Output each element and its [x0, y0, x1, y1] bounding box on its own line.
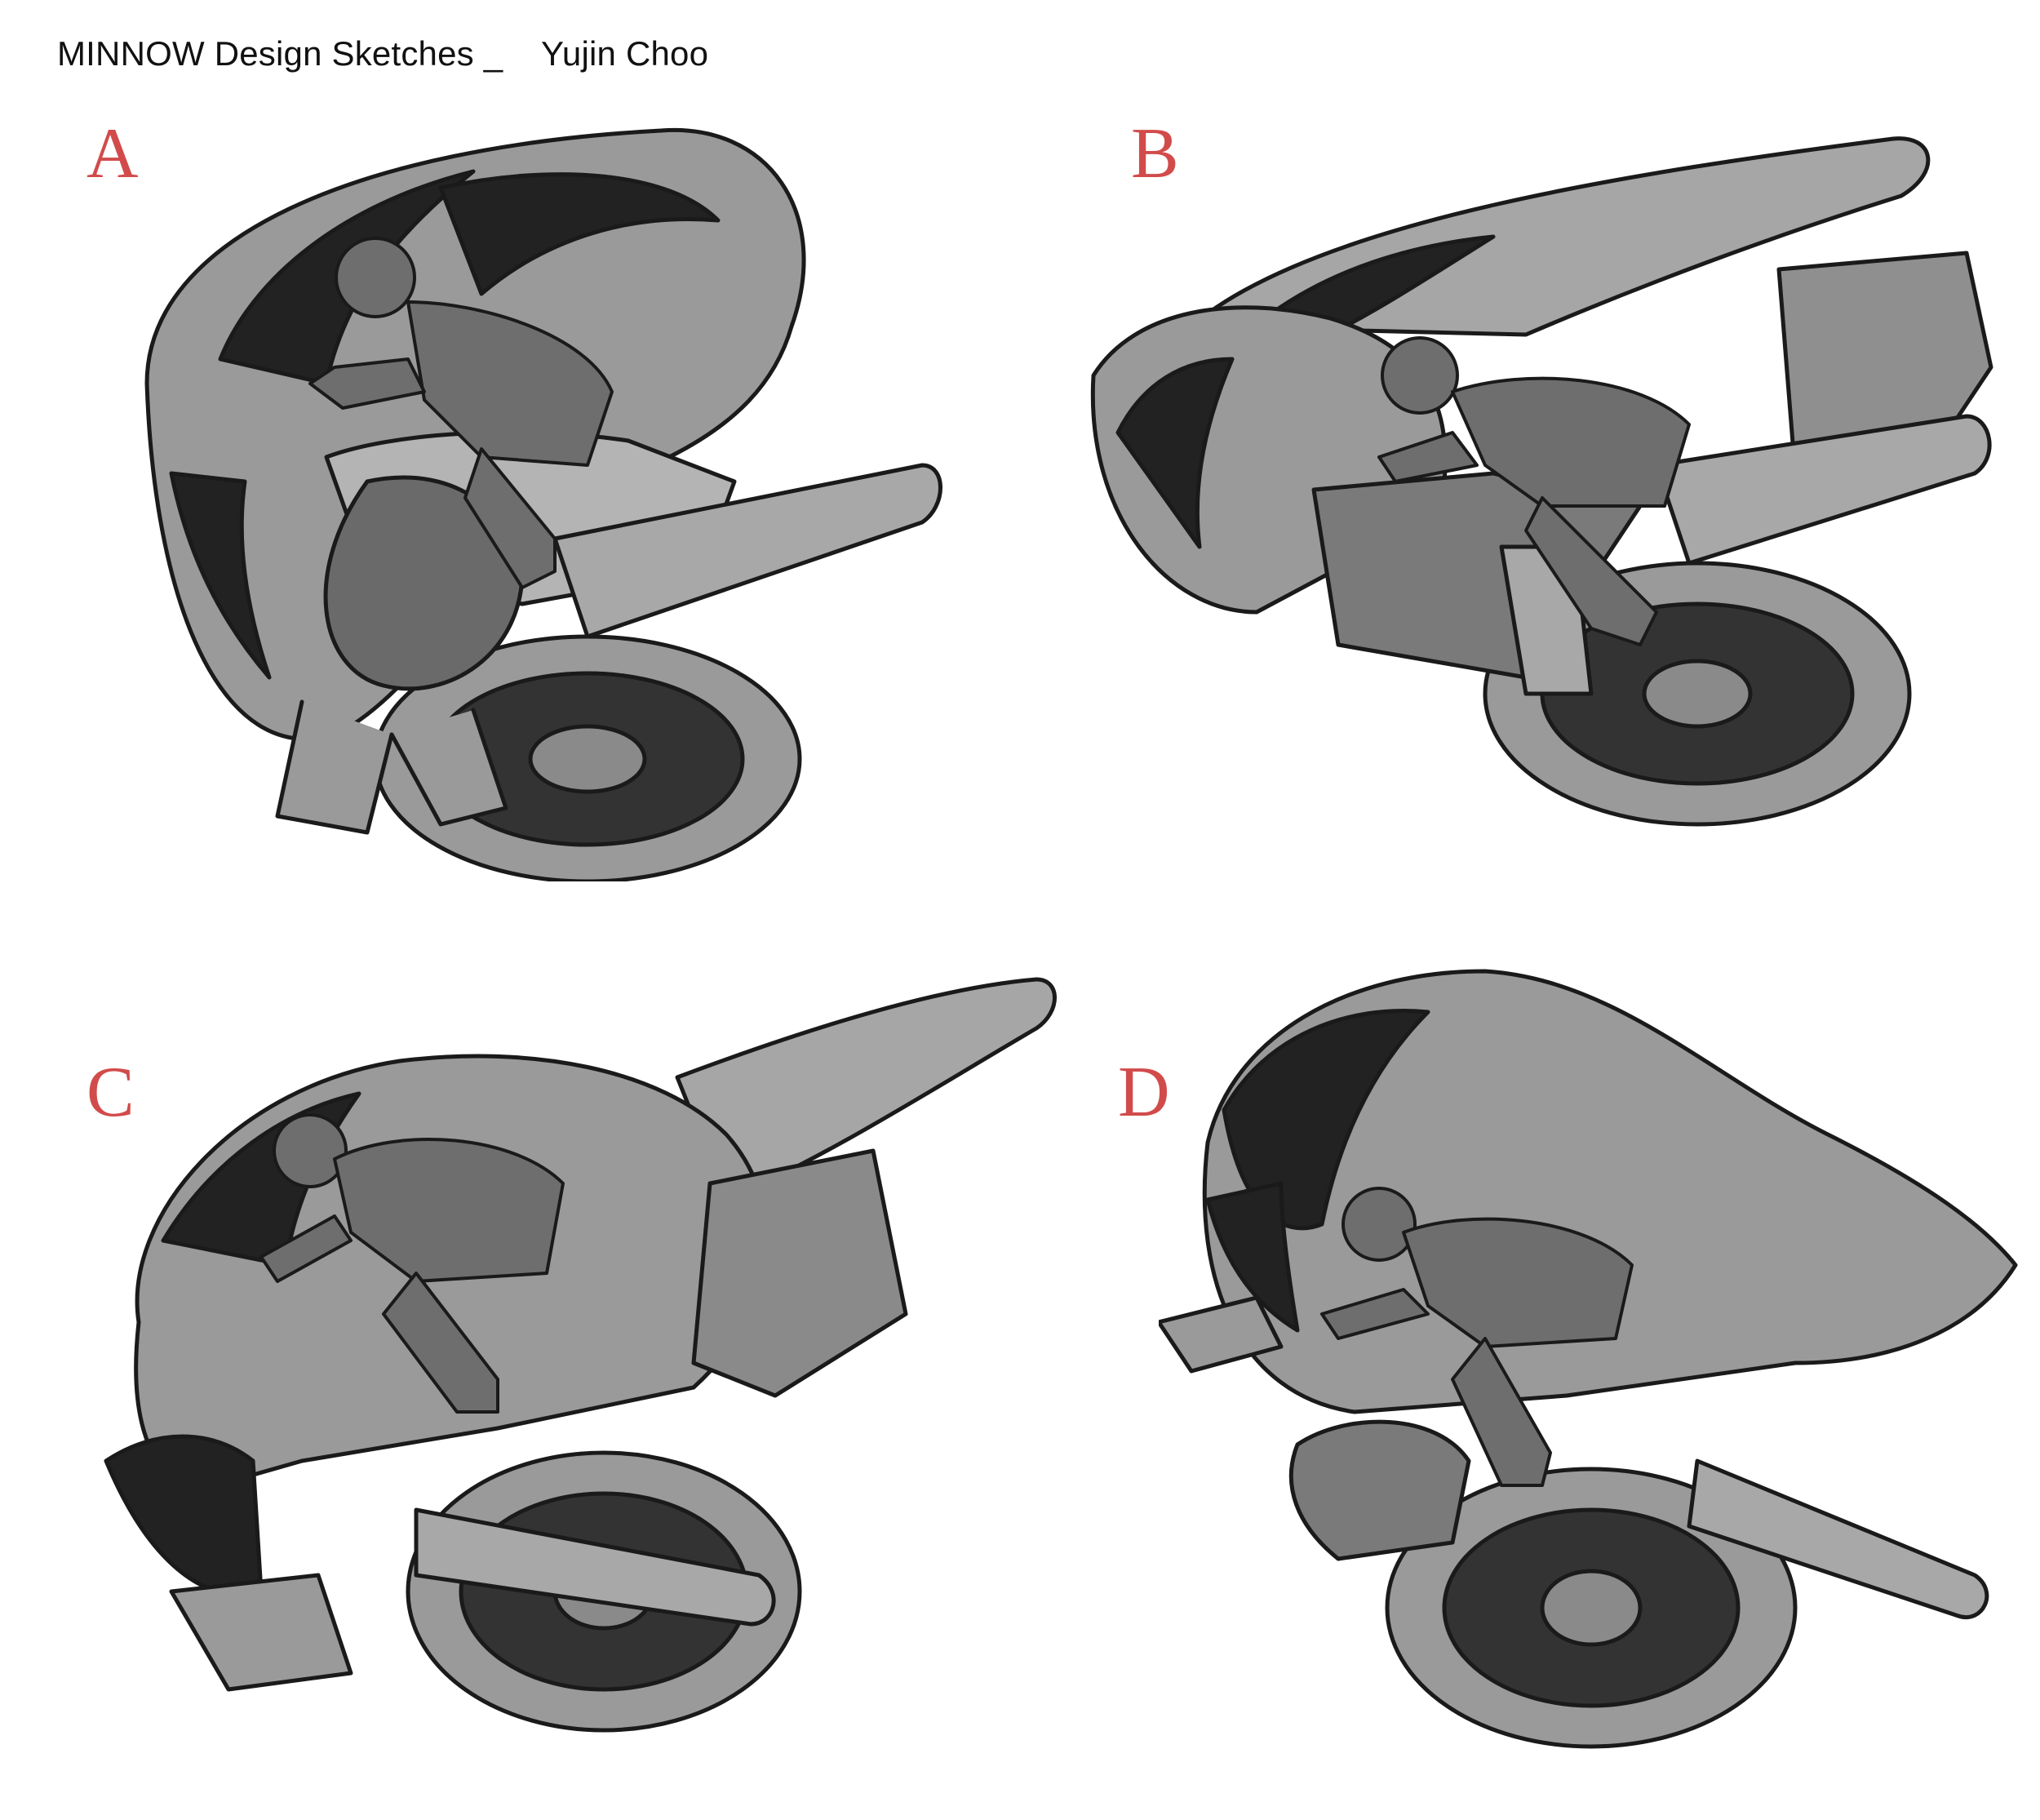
sketch-label-d: D [1118, 1053, 1170, 1132]
sketch-a [98, 114, 979, 881]
sketch-label-c: C [86, 1053, 135, 1132]
sketch-c [73, 971, 1077, 1755]
sheet-title: MINNOW Design Sketches _ Yujin Choo [57, 34, 709, 73]
sketch-b [1069, 122, 2007, 857]
motorcycle-sketch-d [1159, 969, 2018, 1749]
motorcycle-sketch-b [1090, 136, 1993, 827]
motorcycle-sketch-a [144, 127, 942, 881]
motorcycle-sketch-c [104, 977, 1057, 1733]
sketch-label-a: A [86, 114, 139, 193]
sketch-label-b: B [1131, 114, 1179, 193]
sketch-d [1159, 955, 2032, 1771]
